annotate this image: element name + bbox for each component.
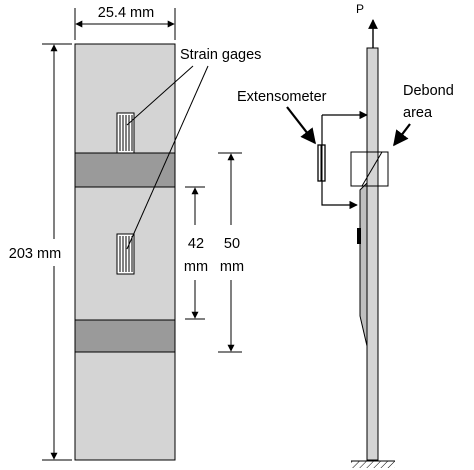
side-view: P Extensometer Debond area	[237, 2, 454, 468]
load-arrow: P	[356, 2, 378, 48]
extensometer-callout: Extensometer	[237, 89, 327, 145]
tab-gap-unit: mm	[220, 259, 244, 275]
height-dimension: 203 mm	[9, 43, 72, 461]
strain-gages-callout: Strain gages	[126, 47, 261, 250]
debond-callout: Debond area	[393, 83, 454, 147]
upper-tab	[74, 152, 176, 188]
debond-label-line1: Debond	[403, 83, 454, 99]
load-label: P	[356, 2, 364, 16]
ground-hatch	[351, 461, 395, 468]
side-tab-detail	[357, 228, 361, 244]
inner-gap-dimension: 42 mm	[184, 186, 208, 320]
height-label: 203 mm	[9, 246, 61, 262]
lower-tab	[74, 319, 176, 353]
inner-gap-value: 42	[188, 236, 204, 252]
inner-gap-unit: mm	[184, 259, 208, 275]
side-strip	[366, 47, 379, 461]
width-label: 25.4 mm	[98, 5, 154, 21]
strain-gages-label: Strain gages	[180, 47, 261, 63]
tab-gap-dimension: 50 mm	[218, 152, 244, 353]
upper-strain-gage	[116, 112, 135, 154]
debond-label-line2: area	[403, 105, 433, 121]
front-view: 25.4 mm 203 mm 42 mm 50 mm	[9, 4, 261, 461]
side-doubler	[359, 181, 368, 347]
width-dimension: 25.4 mm	[74, 4, 176, 40]
extensometer	[317, 110, 368, 210]
debond-box	[350, 151, 389, 187]
tab-gap-value: 50	[224, 236, 240, 252]
extensometer-label: Extensometer	[237, 89, 327, 105]
